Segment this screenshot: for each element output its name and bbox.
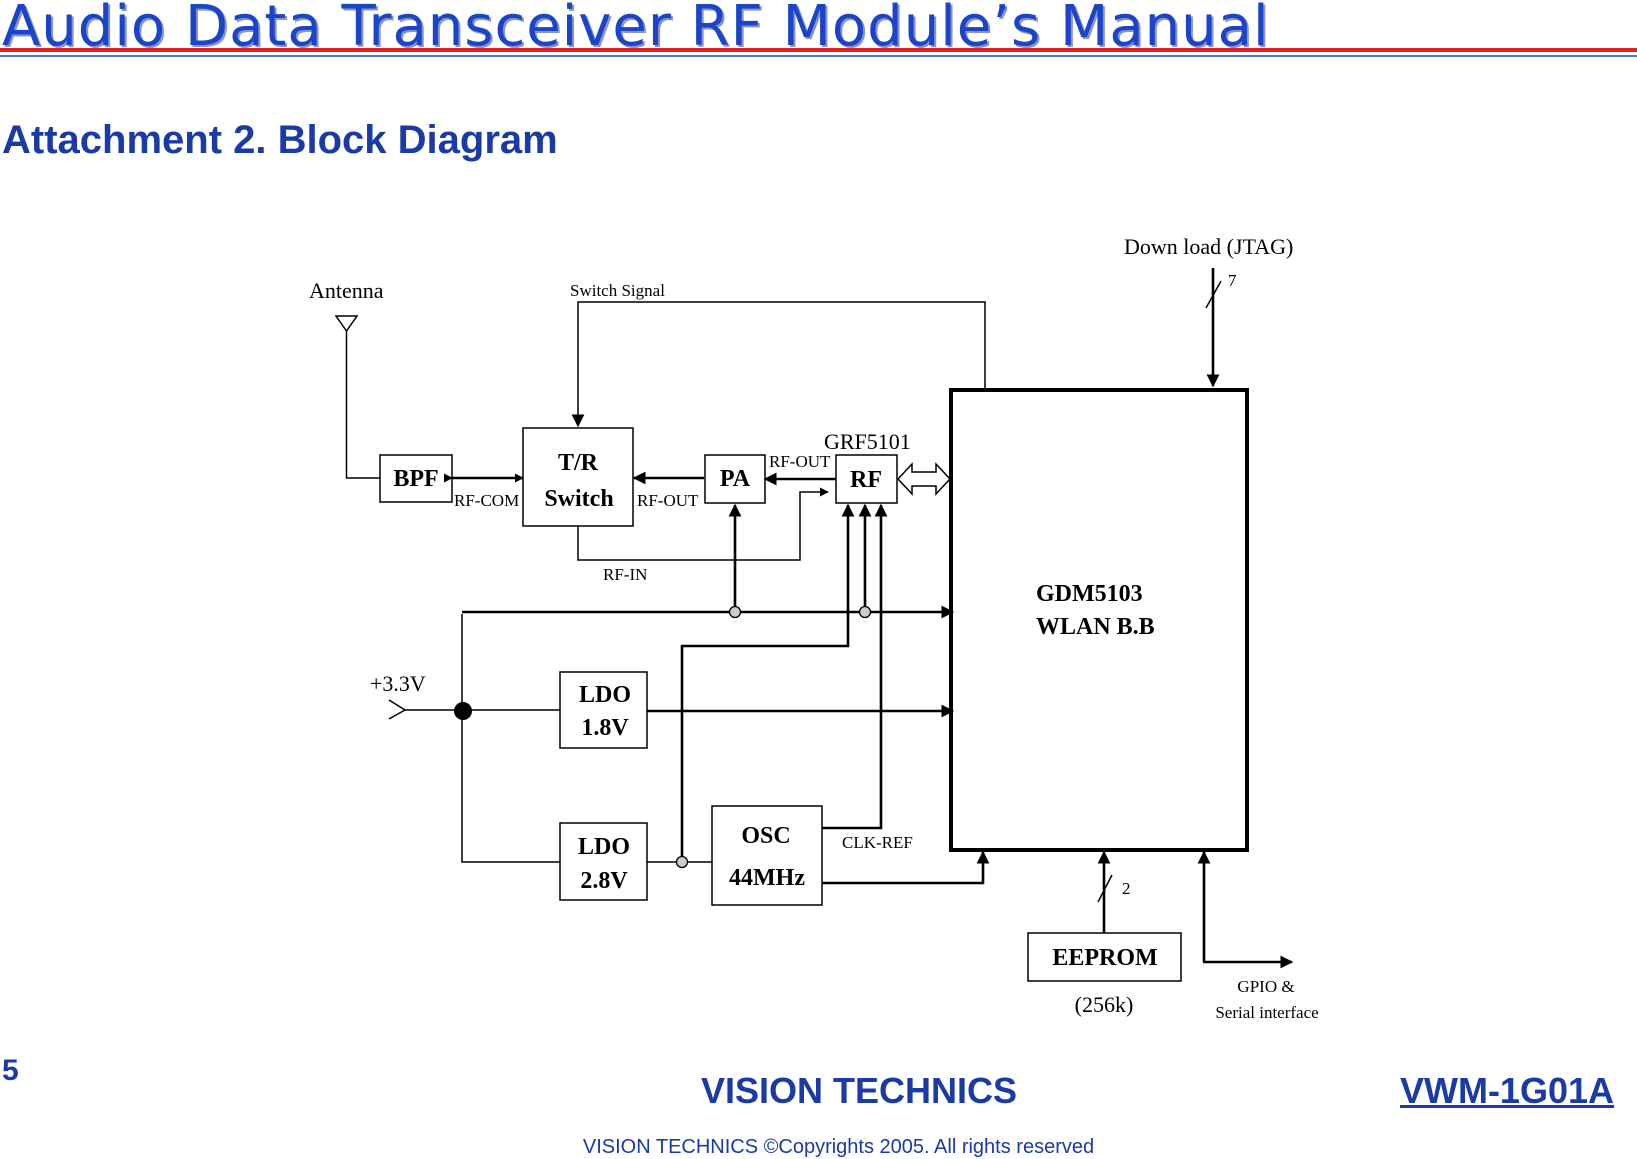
antenna: Antenna xyxy=(309,278,384,479)
baseband-block xyxy=(949,388,1249,852)
title-underline-blue xyxy=(0,55,1637,57)
footer-company: VISION TECHNICS xyxy=(700,1070,1018,1111)
jtag-bus-slash xyxy=(1205,280,1222,309)
rf-out-pa-label: RF-OUT xyxy=(769,452,831,471)
page-number: 5 xyxy=(2,1054,19,1087)
download-label: Down load (JTAG) xyxy=(1124,234,1293,259)
rf-com-label: RF-COM xyxy=(454,491,519,510)
rf-out-switch-label: RF-OUT xyxy=(637,491,699,510)
tr-switch-label-1: T/R xyxy=(558,450,599,476)
eeprom-size-label: (256k) xyxy=(1075,992,1134,1017)
osc-block xyxy=(711,805,823,906)
ldo-2v8-label-2: 2.8V xyxy=(580,868,628,894)
rf-block xyxy=(835,454,898,504)
eeprom-bus-width: 2 xyxy=(1122,879,1131,898)
switch-signal-wire xyxy=(571,301,986,428)
bpf-block xyxy=(379,454,453,503)
eeprom-block xyxy=(1027,932,1182,982)
rf-chip-label: GRF5101 xyxy=(824,429,911,454)
eeprom-bus-slash xyxy=(1097,874,1113,903)
osc-label-1: OSC xyxy=(741,823,790,849)
pa-power-tap-dot xyxy=(728,605,742,619)
footer-copyright: VISION TECHNICS ©Copyrights 2005. All ri… xyxy=(582,1136,1095,1158)
osc-label-2: 44MHz xyxy=(729,865,805,891)
clk-ref-label: CLK-REF xyxy=(842,833,913,852)
rf-power-tap-dot xyxy=(858,605,872,619)
tr-switch-label-2: Switch xyxy=(544,486,613,512)
ldo-2v8-label-1: LDO xyxy=(578,834,630,860)
osc-to-baseband-wire xyxy=(822,850,990,885)
bpf-label: BPF xyxy=(393,466,438,492)
ldo-1v8-block xyxy=(559,671,648,749)
footer-model: VWM-1G01A xyxy=(1399,1070,1614,1111)
pa-block xyxy=(704,454,766,504)
jtag-bus-width: 7 xyxy=(1228,271,1237,290)
rf-in-wire xyxy=(577,487,829,561)
ldo-2v8-block xyxy=(559,822,648,901)
rf-baseband-bus-arrow xyxy=(896,462,952,496)
ldo-1v8-label-1: LDO xyxy=(579,682,631,708)
switch-signal-label: Switch Signal xyxy=(570,281,665,300)
power-label: +3.3V xyxy=(370,671,426,696)
ldo-2v8-to-rf-wire xyxy=(680,503,855,862)
pa-label: PA xyxy=(720,466,751,492)
ldo-1v8-label-2: 1.8V xyxy=(581,715,629,741)
title-underline-red xyxy=(0,48,1637,52)
rf-label: RF xyxy=(850,467,882,493)
eeprom-label: EEPROM xyxy=(1052,945,1157,971)
section-heading: Attachment 2. Block Diagram xyxy=(2,118,558,162)
baseband-label-2: WLAN B.B xyxy=(1036,614,1155,640)
osc-clk-ref-wire xyxy=(822,503,888,830)
gpio-label-2: Serial interface xyxy=(1215,1003,1318,1022)
power-input-icon xyxy=(388,699,407,720)
rf-in-label: RF-IN xyxy=(603,565,647,584)
ldo-2v8-tap-dot xyxy=(675,855,689,869)
baseband-label-1: GDM5103 xyxy=(1036,581,1143,607)
gpio-label-1: GPIO & xyxy=(1237,977,1294,996)
power-junction-dot xyxy=(454,702,472,720)
antenna-feed-wire xyxy=(345,331,380,479)
antenna-label: Antenna xyxy=(309,278,384,303)
antenna-icon xyxy=(334,315,359,333)
power-rail-vertical xyxy=(461,614,560,863)
